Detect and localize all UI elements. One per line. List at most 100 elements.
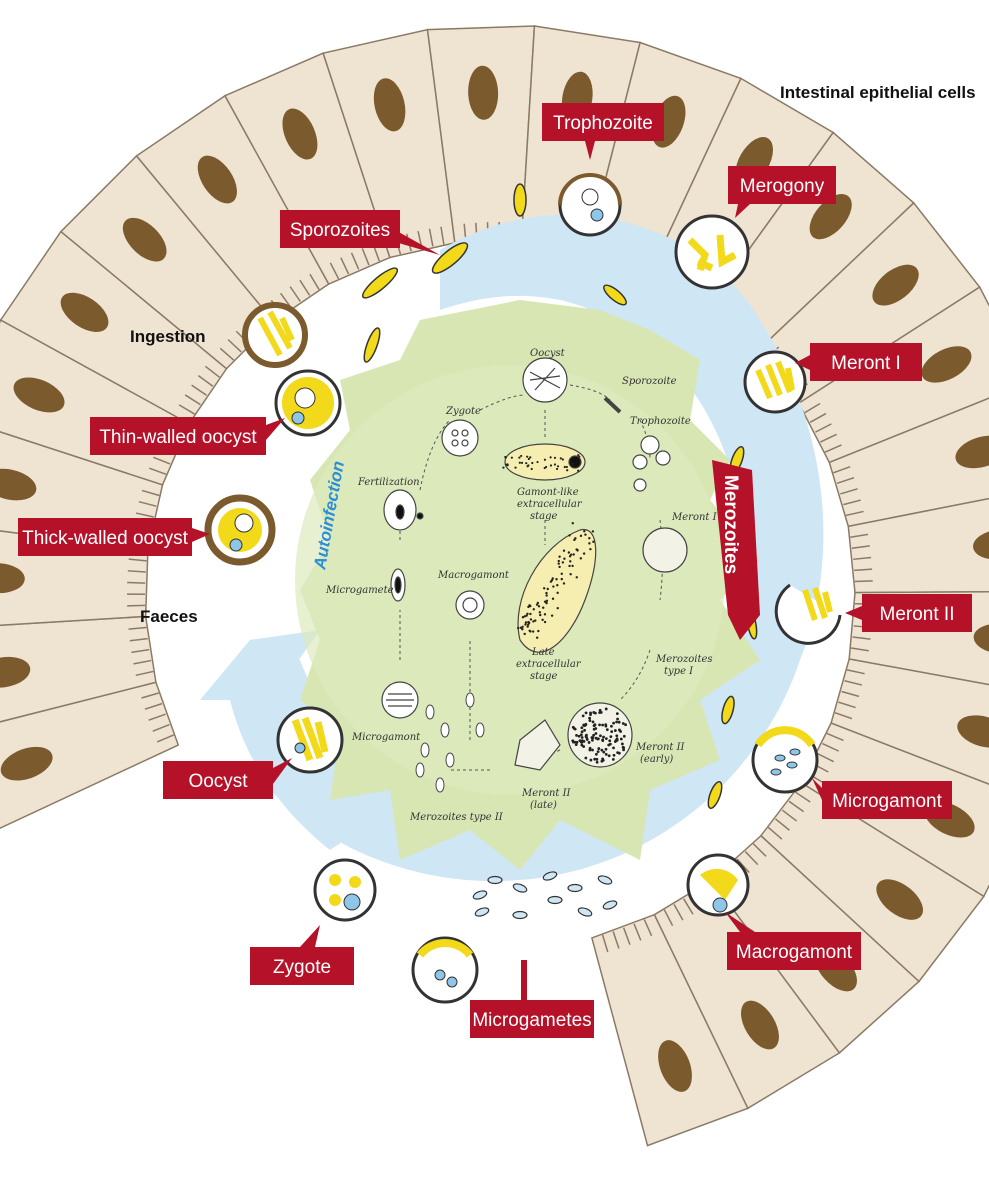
stipple-dot xyxy=(616,718,619,721)
microgamont-label: Microgamont xyxy=(812,778,952,819)
stipple-dot xyxy=(564,466,566,468)
stipple-dot xyxy=(558,560,560,562)
meront-1-text: Meront I xyxy=(831,353,901,374)
stipple-dot xyxy=(581,736,584,739)
stipple-dot xyxy=(606,728,609,731)
inner-meront-2-late-label-b: (late) xyxy=(530,800,557,811)
stipple-dot xyxy=(605,748,608,751)
stipple-dot xyxy=(539,611,541,613)
stipple-dot xyxy=(563,582,565,584)
stipple-dot xyxy=(550,464,552,466)
microgamete-entry-organism xyxy=(413,938,477,1002)
stipple-dot xyxy=(534,619,536,621)
stipple-dot xyxy=(588,542,590,544)
microgamete xyxy=(512,882,528,893)
stipple-dot xyxy=(592,721,595,724)
stipple-dot xyxy=(526,613,528,615)
meront-1-organism xyxy=(745,352,805,412)
meront-2-text: Meront II xyxy=(880,604,955,625)
inner-microgamete-label: Microgamete xyxy=(325,585,394,596)
merozoite-2 xyxy=(426,705,434,719)
microgamete xyxy=(513,912,527,919)
microgamete xyxy=(488,877,502,884)
stipple-dot xyxy=(527,621,529,623)
inner-sporozoite-label: Sporozoite xyxy=(622,376,677,387)
thin-walled-oocyst-organism xyxy=(276,371,340,435)
stipple-dot xyxy=(623,735,626,738)
stipple-dot xyxy=(597,747,600,750)
stipple-dot xyxy=(517,627,519,629)
stipple-dot xyxy=(591,736,594,739)
stipple-dot xyxy=(609,735,612,738)
stipple-dot xyxy=(601,758,604,761)
stipple-dot xyxy=(544,459,546,461)
microgamont-organism xyxy=(753,728,817,792)
stipple-dot xyxy=(518,457,520,459)
stipple-dot xyxy=(507,464,509,466)
stipple-dot xyxy=(569,555,571,557)
stipple-dot xyxy=(585,712,588,715)
microgametes-label: Microgametes xyxy=(470,960,594,1038)
stipple-dot xyxy=(618,752,621,755)
stipple-dot xyxy=(594,712,597,715)
stipple-dot xyxy=(594,723,597,726)
stipple-dot xyxy=(537,630,539,632)
stipple-dot xyxy=(595,732,598,735)
stipple-dot xyxy=(575,734,578,737)
stipple-dot xyxy=(536,636,538,638)
inner-late-label-1: Late xyxy=(531,647,555,658)
stipple-dot xyxy=(563,558,565,560)
stipple-dot xyxy=(542,607,544,609)
stipple-dot xyxy=(608,754,611,757)
inner-microgamont-label: Microgamont xyxy=(351,732,421,743)
stipple-dot xyxy=(618,721,621,724)
stipple-dot xyxy=(571,739,574,742)
thick-walled-oocyst-label: Thick-walled oocyst xyxy=(18,518,210,556)
stipple-dot xyxy=(552,585,554,587)
stipple-dot xyxy=(554,463,556,465)
stipple-dot xyxy=(536,461,538,463)
stipple-dot xyxy=(589,719,592,722)
stipple-dot xyxy=(596,761,599,764)
inner-late-label-2: extracellular xyxy=(516,659,582,670)
stipple-dot xyxy=(583,552,585,554)
sporozoites-text: Sporozoites xyxy=(290,220,390,241)
thick-walled-oocyst-organism xyxy=(208,498,272,562)
stipple-dot xyxy=(568,534,570,536)
merozoite-2 xyxy=(446,753,454,767)
microvillus xyxy=(127,605,145,606)
stipple-dot xyxy=(525,621,527,623)
stipple-dot xyxy=(595,737,598,740)
stipple-dot xyxy=(592,541,594,543)
stipple-dot xyxy=(524,615,526,617)
stipple-dot xyxy=(561,573,563,575)
stipple-dot xyxy=(529,613,531,615)
microgamete xyxy=(568,885,582,892)
stipple-dot xyxy=(583,729,586,732)
stipple-dot xyxy=(551,614,553,616)
stipple-dot xyxy=(550,456,552,458)
stipple-dot xyxy=(569,560,571,562)
stipple-dot xyxy=(588,537,590,539)
stipple-dot xyxy=(558,556,560,558)
microvillus xyxy=(855,581,873,582)
microgamete xyxy=(472,889,488,900)
stipple-dot xyxy=(622,746,625,749)
ingestion-label: Ingestion xyxy=(130,327,206,346)
stipple-dot xyxy=(552,577,554,579)
stipple-dot xyxy=(536,603,538,605)
merozoite-2 xyxy=(476,723,484,737)
stipple-dot xyxy=(602,751,605,754)
stipple-dot xyxy=(616,737,619,740)
zygote-organism xyxy=(315,860,375,920)
stipple-dot xyxy=(599,734,602,737)
stipple-dot xyxy=(575,743,578,746)
stipple-dot xyxy=(566,469,568,471)
inner-oocyst-label: Oocyst xyxy=(530,348,566,359)
stipple-dot xyxy=(520,455,522,457)
stipple-dot xyxy=(595,753,598,756)
stipple-dot xyxy=(504,456,506,458)
stipple-dot xyxy=(532,630,534,632)
stipple-dot xyxy=(592,530,594,532)
